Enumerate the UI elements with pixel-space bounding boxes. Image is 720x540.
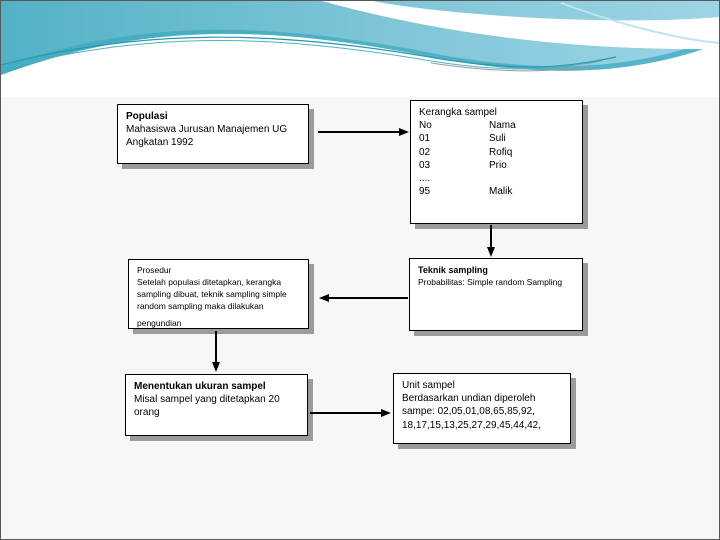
unit-line: sampe: 02,05,01,08,65,85,92, xyxy=(402,406,535,418)
cell-no: 02 xyxy=(419,146,431,158)
connector-prosedur-ukuran xyxy=(212,331,220,372)
wave-streak xyxy=(560,2,719,44)
teknik-body: Probabilitas: Simple random Sampling xyxy=(418,276,563,287)
cell-nama: Rofiq xyxy=(489,146,513,158)
cell-no: .... xyxy=(419,172,431,184)
table-row: 02 Rofiq xyxy=(419,146,574,159)
cell-nama xyxy=(489,172,574,185)
wave-accent-line-2 xyxy=(1,40,602,70)
cell-no: 03 xyxy=(419,159,431,171)
cell-no: 95 xyxy=(419,186,431,198)
cell-nama: Malik xyxy=(489,186,513,198)
ukuran-line: Misal sampel yang ditetapkan 20 xyxy=(134,394,280,406)
wave-gray-line xyxy=(430,62,592,72)
populasi-line: Angkatan 1992 xyxy=(126,137,194,149)
table-row: .... xyxy=(419,172,574,185)
wave-swoosh-topright xyxy=(322,1,719,50)
teknik-title: Teknik sampling xyxy=(418,265,488,275)
connector-teknik-prosedur xyxy=(319,294,408,302)
prosedur-line: random sampling maka dilakukan xyxy=(137,300,264,311)
wave-white xyxy=(1,33,719,97)
cell-no: No xyxy=(419,120,432,132)
ukuran-sampel-box: Menentukan ukuran sampel Misal sampel ya… xyxy=(125,374,308,436)
table-row: 95 Malik xyxy=(419,185,574,198)
prosedur-title: Prosedur xyxy=(137,265,172,275)
wave-accent-line-1 xyxy=(1,36,617,68)
table-row: 01 Suli xyxy=(419,132,574,145)
table-row: 03 Prio xyxy=(419,159,574,172)
wave-header-graphic xyxy=(1,1,719,97)
connector-kerangka-teknik xyxy=(487,225,495,257)
connector-ukuran-unit xyxy=(310,409,391,417)
prosedur-footer: pengundian xyxy=(137,317,182,328)
ukuran-line: orang xyxy=(134,407,160,419)
prosedur-line: Setelah populasi ditetapkan, kerangka xyxy=(137,276,282,287)
cell-nama: Prio xyxy=(489,159,507,171)
prosedur-line: sampling dibuat, teknik sampling simple xyxy=(137,288,287,299)
unit-line: Berdasarkan undian diperoleh xyxy=(402,393,536,405)
table-row: No Nama xyxy=(419,119,574,132)
cell-nama: Nama xyxy=(489,120,516,132)
prosedur-box: Prosedur Setelah populasi ditetapkan, ke… xyxy=(128,259,309,329)
unit-sampel-box: Unit sampel Berdasarkan undian diperoleh… xyxy=(393,373,571,444)
cell-no: 01 xyxy=(419,133,431,145)
ukuran-title: Menentukan ukuran sampel xyxy=(134,381,266,392)
cell-nama: Suli xyxy=(489,133,506,145)
populasi-line: Mahasiswa Jurusan Manajemen UG xyxy=(126,124,288,136)
populasi-box: Populasi Mahasiswa Jurusan Manajemen UG … xyxy=(117,104,309,164)
kerangka-title: Kerangka sampel xyxy=(419,107,497,118)
kerangka-sampel-box: Kerangka sampel No Nama 01 Suli 02 Rofiq… xyxy=(410,100,583,224)
unit-line: 18,17,15,13,25,27,29,45,44,42, xyxy=(402,419,542,431)
teknik-sampling-box: Teknik sampling Probabilitas: Simple ran… xyxy=(409,258,583,331)
unit-title: Unit sampel xyxy=(402,380,455,391)
populasi-title: Populasi xyxy=(126,111,168,122)
connector-populasi-kerangka xyxy=(318,128,409,136)
